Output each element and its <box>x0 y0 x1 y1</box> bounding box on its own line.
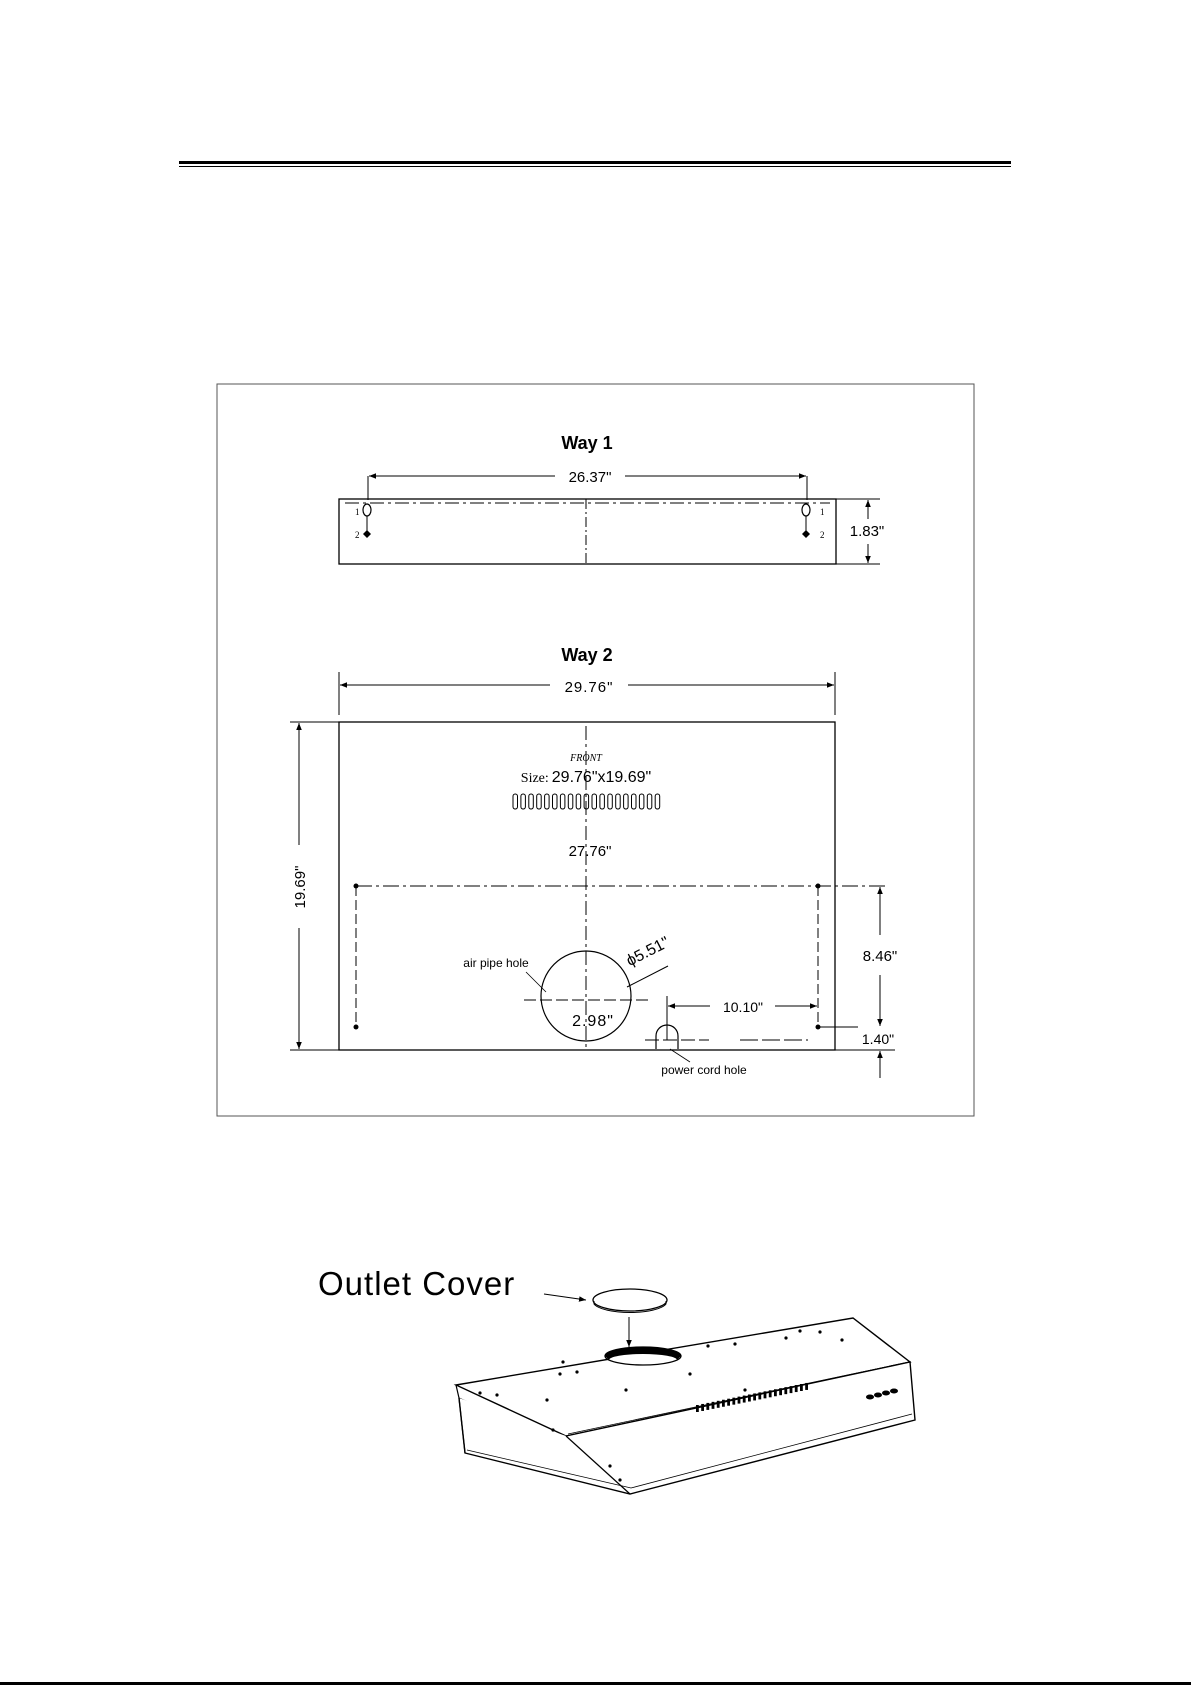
vent-slot <box>600 794 605 809</box>
diameter-label: ϕ5.51" <box>624 934 673 970</box>
air-pipe-label: air pipe hole <box>463 956 529 970</box>
hood-vent-slot <box>743 1396 746 1403</box>
outlet-cover-label: Outlet Cover <box>318 1265 515 1302</box>
power-cord-label: power cord hole <box>661 1063 747 1077</box>
vent-slot <box>529 794 534 809</box>
vent-slot <box>655 794 660 809</box>
hood-vent-slot <box>790 1386 793 1393</box>
vent-slot <box>568 794 573 809</box>
hood-vent-slot <box>784 1387 787 1394</box>
hood-vent-slot <box>712 1402 715 1409</box>
hood-vent-slot <box>722 1400 725 1407</box>
hood-vent-slot <box>717 1401 720 1408</box>
outlet-cover-disc <box>593 1289 667 1311</box>
hood-vent-slot <box>738 1397 741 1404</box>
way1-height-label: 1.83" <box>850 523 885 540</box>
way1-keyhole-left <box>363 504 371 516</box>
front-label: FRONT <box>569 753 603 764</box>
right-height-label: 8.46" <box>863 948 898 965</box>
way2-title: Way 2 <box>561 645 612 665</box>
hood-vent-slot <box>795 1385 798 1392</box>
hole-mark: 2 <box>820 530 825 540</box>
vent-slot <box>537 794 542 809</box>
mount-hole <box>354 1025 359 1030</box>
hood-vent-slot <box>706 1403 709 1410</box>
diagram-frame <box>217 384 974 1116</box>
vent-slot <box>616 794 621 809</box>
hood-vent-slot <box>701 1404 704 1411</box>
way1-title: Way 1 <box>561 433 612 453</box>
hood-vent-slot <box>727 1399 730 1406</box>
hood-vent-slot <box>696 1405 699 1412</box>
hood-vent-slot <box>800 1384 803 1391</box>
hood-vent-slot <box>779 1388 782 1395</box>
vent-slot <box>545 794 550 809</box>
way1-rail <box>339 499 836 564</box>
outlet-cover-illustration: Outlet Cover <box>318 1265 915 1494</box>
hole-mark: 1 <box>355 507 360 517</box>
hood-vent-slot <box>774 1389 777 1396</box>
size-value: 29.76"x19.69" <box>552 769 651 786</box>
hood-vent-slot <box>805 1383 808 1390</box>
diameter-leader <box>627 966 668 987</box>
size-prefix: Size: <box>521 771 549 786</box>
power-cord-leader <box>670 1049 690 1062</box>
cord-offset-label: 10.10" <box>723 999 763 1015</box>
way1-width-label: 26.37" <box>569 469 612 486</box>
hole-mark: 1 <box>820 507 825 517</box>
vent-slot <box>521 794 526 809</box>
hood-vent-slot <box>732 1398 735 1405</box>
way2-diagram: Way 2 29.76" 19.69" FRONT Size:29.76"x19… <box>290 645 897 1078</box>
vent-slot <box>560 794 565 809</box>
way2-width-label: 29.76" <box>565 679 614 696</box>
size-label: Size:29.76"x19.69" <box>521 769 651 786</box>
inner-width-label: 27.76" <box>569 843 612 860</box>
pipe-offset-label: 2.98" <box>572 1013 614 1030</box>
hood-vent-slot <box>753 1393 756 1400</box>
vent-slot <box>647 794 652 809</box>
vent-slot <box>624 794 629 809</box>
vent-slot <box>576 794 581 809</box>
vent-slot <box>608 794 613 809</box>
hood-vent-slot <box>748 1395 751 1402</box>
hood-vent-slot <box>769 1390 772 1397</box>
hole-mark: 2 <box>355 530 360 540</box>
vent-slot <box>553 794 558 809</box>
way1-keyhole-right <box>802 504 810 516</box>
hood-vent-slot <box>764 1391 767 1398</box>
mount-hole <box>354 884 359 889</box>
bottom-offset-label: 1.40" <box>862 1031 894 1047</box>
way1-diagram: Way 1 26.37" 1 2 1 2 <box>339 433 884 564</box>
vent-slot <box>592 794 597 809</box>
vent-slot <box>513 794 518 809</box>
mount-hole <box>816 884 821 889</box>
vent-slot <box>632 794 637 809</box>
hood-vent-slot <box>758 1392 761 1399</box>
way2-height-label: 19.69" <box>292 866 309 909</box>
vent-slot <box>639 794 644 809</box>
